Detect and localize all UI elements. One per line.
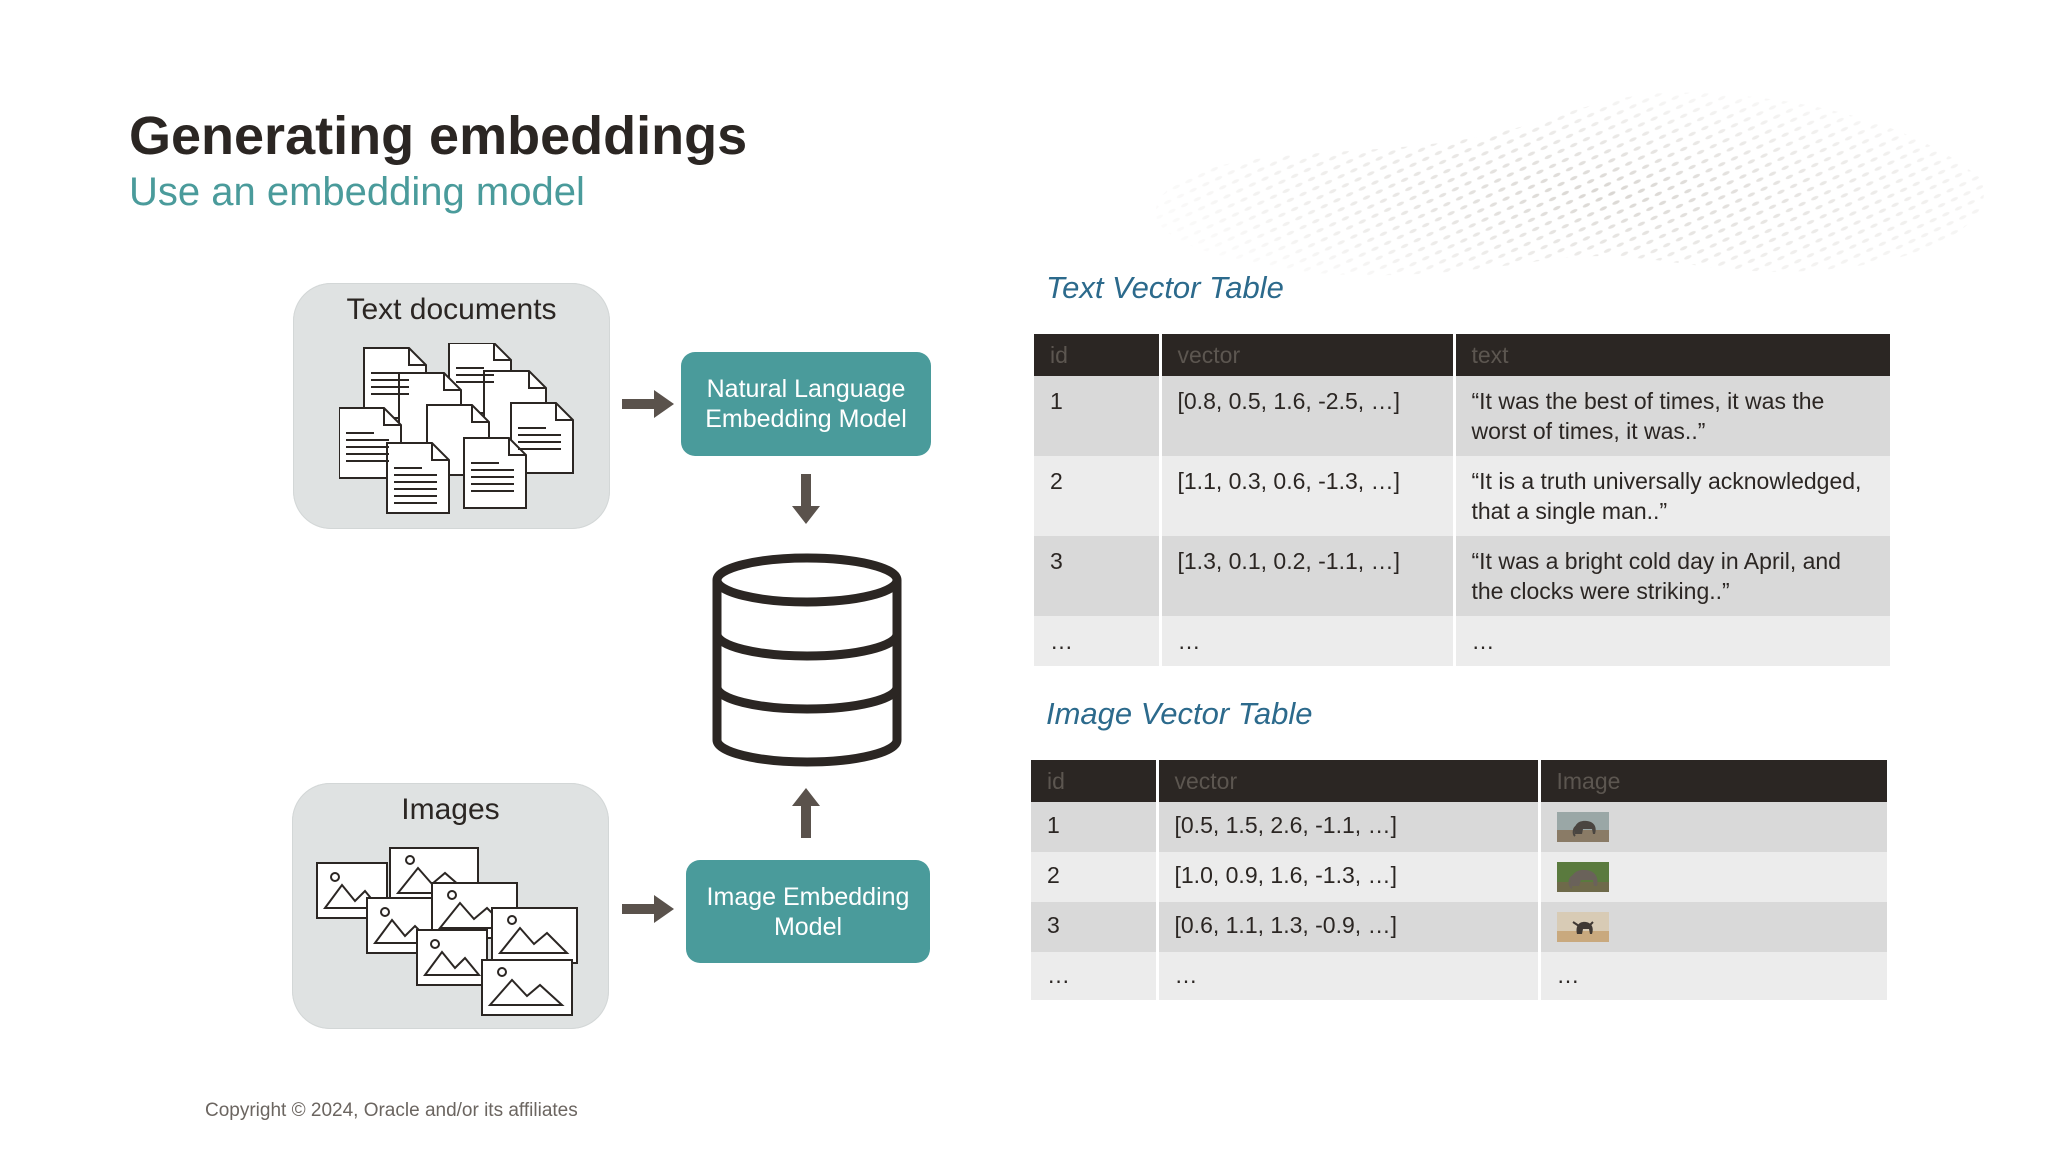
images-icon <box>316 847 578 1016</box>
cell-id: 3 <box>1031 901 1159 952</box>
cell-vector: [1.3, 0.1, 0.2, -1.1, …] <box>1160 536 1456 616</box>
table-row: … … … <box>1031 951 1887 1000</box>
table-row: 1 [0.5, 1.5, 2.6, -1.1, …] <box>1031 802 1887 852</box>
text-documents-card: Text documents <box>293 283 610 529</box>
cell-vector: [0.5, 1.5, 2.6, -1.1, …] <box>1157 802 1541 852</box>
cell-id: 1 <box>1031 802 1159 852</box>
cell-vector: … <box>1157 951 1541 1000</box>
slide-subtitle: Use an embedding model <box>129 170 585 214</box>
images-card: Images <box>292 783 609 1029</box>
images-label: Images <box>401 793 500 826</box>
slide-title: Generating embeddings <box>129 106 748 166</box>
elephant-thumbnail-icon <box>1556 811 1609 842</box>
arrow-up-icon <box>792 788 820 838</box>
elephant-thumbnail-icon <box>1556 861 1609 892</box>
cell-vector: … <box>1160 616 1456 666</box>
cell-image: … <box>1539 951 1887 1000</box>
arrow-right-icon <box>622 895 674 923</box>
cell-text: “It was a bright cold day in April, and … <box>1454 536 1890 616</box>
documents-icon <box>339 343 574 514</box>
image-embedding-model-box: Image Embedding Model <box>686 860 930 963</box>
cell-vector: [1.1, 0.3, 0.6, -1.3, …] <box>1160 456 1456 536</box>
table-header: vector <box>1157 760 1541 802</box>
image-vector-table: id vector Image 1 [0.5, 1.5, 2.6, -1.1, … <box>1031 760 1887 1000</box>
cell-text: “It was the best of times, it was the wo… <box>1454 376 1890 456</box>
cell-id: 3 <box>1034 536 1162 616</box>
arrow-down-icon <box>792 474 820 524</box>
cell-vector: [1.0, 0.9, 1.6, -1.3, …] <box>1157 851 1541 902</box>
text-documents-label: Text documents <box>346 293 557 326</box>
text-vector-table-title: Text Vector Table <box>1046 270 1284 305</box>
table-row: 3 [1.3, 0.1, 0.2, -1.1, …] “It was a bri… <box>1034 536 1890 616</box>
cell-vector: [0.6, 1.1, 1.3, -0.9, …] <box>1157 901 1541 952</box>
table-row: 1 [0.8, 0.5, 1.6, -2.5, …] “It was the b… <box>1034 376 1890 456</box>
cell-id: 2 <box>1031 851 1159 902</box>
cell-image <box>1539 802 1887 852</box>
cell-id: 2 <box>1034 456 1162 536</box>
table-row: 3 [0.6, 1.1, 1.3, -0.9, …] <box>1031 901 1887 952</box>
decorative-pattern <box>1155 92 1984 276</box>
cell-id: … <box>1031 951 1159 1000</box>
table-row: … … … <box>1034 616 1890 666</box>
cell-image <box>1539 901 1887 952</box>
text-vector-table: id vector text 1 [0.8, 0.5, 1.6, -2.5, …… <box>1034 334 1890 666</box>
cell-id: … <box>1034 616 1162 666</box>
table-header: vector <box>1160 334 1456 376</box>
table-header: text <box>1454 334 1890 376</box>
table-row: 2 [1.1, 0.3, 0.6, -1.3, …] “It is a trut… <box>1034 456 1890 536</box>
table-row: 2 [1.0, 0.9, 1.6, -1.3, …] <box>1031 851 1887 902</box>
cell-vector: [0.8, 0.5, 1.6, -2.5, …] <box>1160 376 1456 456</box>
copyright-footer: Copyright © 2024, Oracle and/or its affi… <box>205 1100 578 1121</box>
nl-embedding-model-box: Natural Language Embedding Model <box>681 352 931 456</box>
cell-text: “It is a truth universally acknowledged,… <box>1454 456 1890 536</box>
cell-image <box>1539 851 1887 902</box>
database-icon <box>712 553 902 767</box>
arrow-right-icon <box>622 390 674 418</box>
cell-text: … <box>1454 616 1890 666</box>
elephant-thumbnail-icon <box>1556 911 1609 942</box>
table-header: id <box>1031 760 1159 802</box>
image-vector-table-title: Image Vector Table <box>1046 696 1313 731</box>
table-header: id <box>1034 334 1162 376</box>
cell-id: 1 <box>1034 376 1162 456</box>
table-header: Image <box>1539 760 1887 802</box>
